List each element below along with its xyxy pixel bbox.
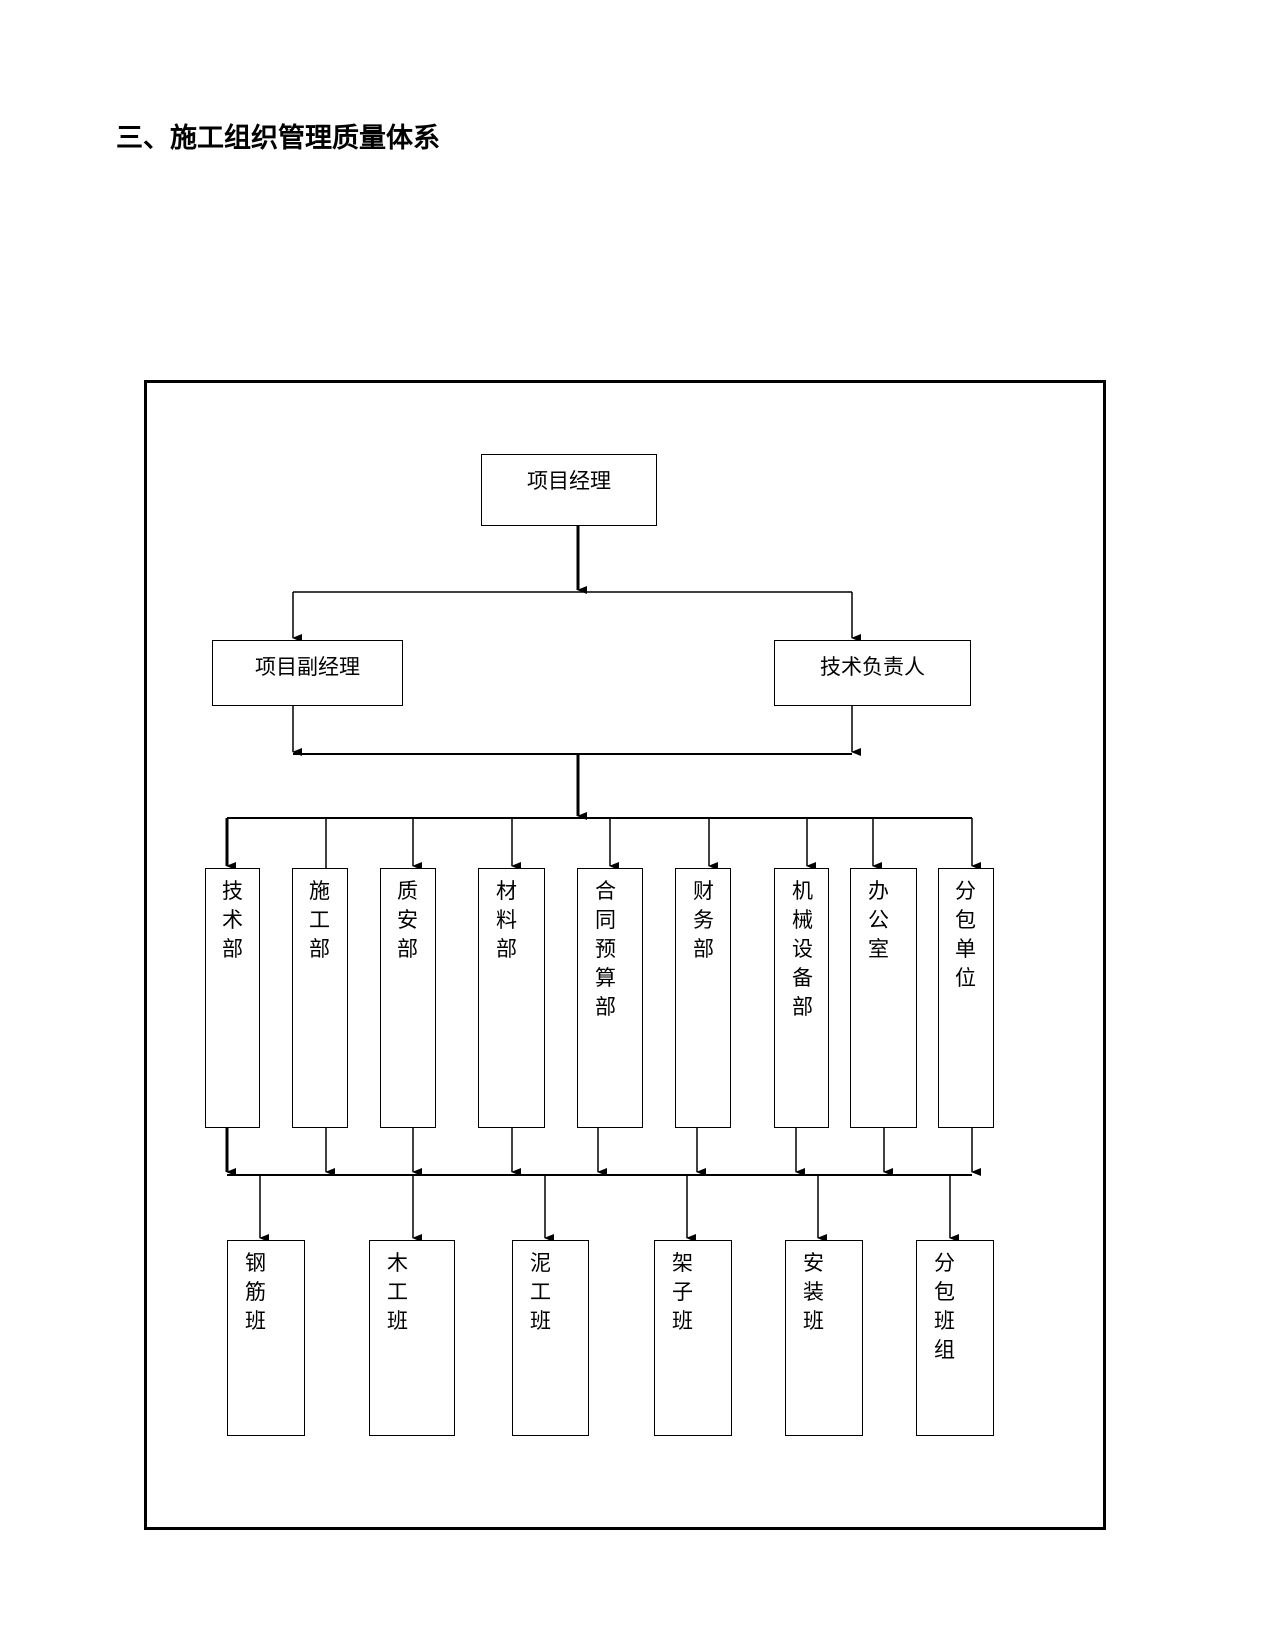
- node-deputy-manager: 项目副经理: [212, 640, 403, 706]
- team-scaffolding: 架 子 班: [654, 1240, 732, 1436]
- dept-contract-budget: 合 同 预 算 部: [577, 868, 643, 1128]
- dept-quality-safety: 质 安 部: [380, 868, 436, 1128]
- team-masonry-label: 泥 工 班: [530, 1251, 551, 1333]
- node-technical-lead: 技术负责人: [774, 640, 971, 706]
- dept-subcontractor: 分 包 单 位: [938, 868, 994, 1128]
- dept-contract-budget-label: 合 同 预 算 部: [595, 879, 616, 1019]
- node-project-manager-label: 项目经理: [527, 469, 611, 493]
- team-rebar-label: 钢 筋 班: [245, 1251, 266, 1333]
- dept-construction-label: 施 工 部: [309, 879, 330, 961]
- team-rebar: 钢 筋 班: [227, 1240, 305, 1436]
- team-subcontract-crew: 分 包 班 组: [916, 1240, 994, 1436]
- dept-construction: 施 工 部: [292, 868, 348, 1128]
- dept-materials-label: 材 料 部: [496, 879, 517, 961]
- dept-office-label: 办 公 室: [868, 879, 889, 961]
- dept-materials: 材 料 部: [478, 868, 545, 1128]
- dept-finance: 财 务 部: [675, 868, 731, 1128]
- team-scaffolding-label: 架 子 班: [672, 1251, 693, 1333]
- team-carpentry-label: 木 工 班: [387, 1251, 408, 1333]
- node-deputy-manager-label: 项目副经理: [255, 655, 360, 679]
- page-heading: 三、施工组织管理质量体系: [116, 123, 440, 154]
- dept-office: 办 公 室: [850, 868, 917, 1128]
- node-technical-lead-label: 技术负责人: [820, 655, 925, 679]
- dept-technical-label: 技 术 部: [222, 879, 243, 961]
- team-installation-label: 安 装 班: [803, 1251, 824, 1333]
- org-chart-frame: [144, 380, 1106, 1530]
- team-installation: 安 装 班: [785, 1240, 863, 1436]
- node-project-manager: 项目经理: [481, 454, 657, 526]
- dept-subcontractor-label: 分 包 单 位: [955, 879, 976, 990]
- team-subcontract-crew-label: 分 包 班 组: [934, 1251, 955, 1362]
- dept-machinery: 机 械 设 备 部: [774, 868, 829, 1128]
- dept-quality-safety-label: 质 安 部: [397, 879, 418, 961]
- dept-machinery-label: 机 械 设 备 部: [792, 879, 813, 1019]
- dept-technical: 技 术 部: [205, 868, 260, 1128]
- dept-finance-label: 财 务 部: [693, 879, 714, 961]
- team-masonry: 泥 工 班: [512, 1240, 589, 1436]
- team-carpentry: 木 工 班: [369, 1240, 455, 1436]
